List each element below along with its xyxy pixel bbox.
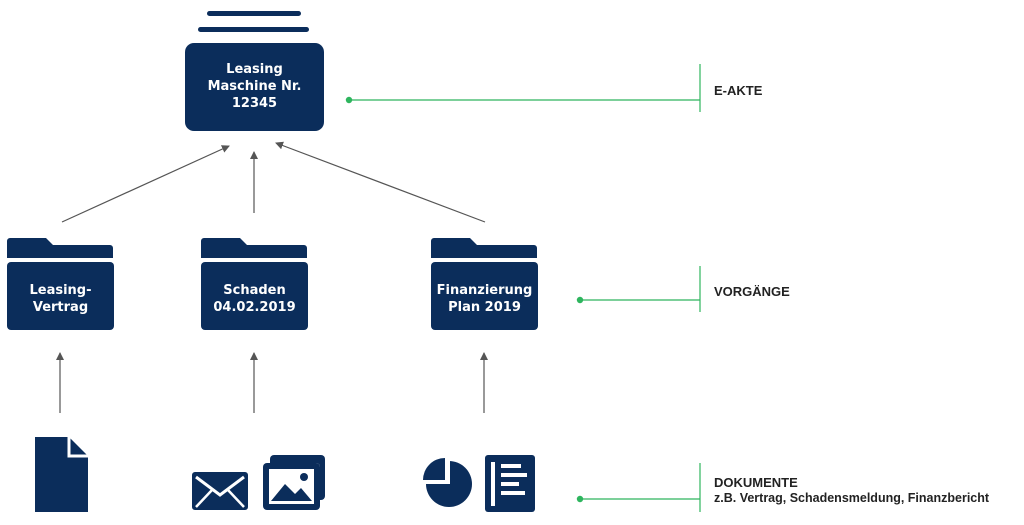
level-label-e-akte: E-AKTE xyxy=(714,83,763,98)
folder-label-line: Plan 2019 xyxy=(448,300,521,315)
level-indicator-e-akte xyxy=(345,64,701,112)
level-sublabel-dokumente: z.B. Vertrag, Schadensmeldung, Finanzber… xyxy=(714,491,990,505)
root-label-line: Maschine Nr. xyxy=(207,79,302,94)
folder-label-line: Vertrag xyxy=(32,300,89,315)
arrows-to-root xyxy=(61,141,486,223)
folder-icon[interactable] xyxy=(201,238,308,330)
folder-label-line: Finanzierung xyxy=(436,283,533,298)
root-label: Leasing Maschine Nr. 12345 xyxy=(185,61,324,112)
envelope-icon xyxy=(192,472,248,510)
folder-icon[interactable] xyxy=(7,238,114,330)
level-label-vorgaenge: VORGÄNGE xyxy=(714,284,790,299)
report-icon xyxy=(485,455,535,512)
level-indicator-vorgaenge xyxy=(576,266,701,312)
folder-label-line: Leasing- xyxy=(29,283,92,298)
arrows-to-folders xyxy=(56,352,488,413)
photos-icon xyxy=(263,455,325,510)
root-box[interactable] xyxy=(185,43,324,131)
level-indicator-dokumente xyxy=(576,463,701,512)
pie-chart-icon xyxy=(423,458,472,507)
level-label-dokumente: DOKUMENTE xyxy=(714,475,798,490)
arrow-finanzierung-to-root xyxy=(275,141,486,223)
folder-label-line: Schaden xyxy=(223,283,286,298)
folder-label-schaden: Schaden 04.02.2019 xyxy=(201,282,308,316)
folder-icon[interactable] xyxy=(431,238,538,330)
folder-label-line: 04.02.2019 xyxy=(213,300,296,315)
folder-label-finanzierung: Finanzierung Plan 2019 xyxy=(431,282,538,316)
arrow-leasing-to-root xyxy=(61,145,230,223)
root-label-line: 12345 xyxy=(231,96,278,111)
folder-label-leasing-vertrag: Leasing- Vertrag xyxy=(7,282,114,316)
root-label-line: Leasing xyxy=(226,62,283,77)
stack-lines-icon xyxy=(198,11,309,32)
document-icon xyxy=(35,437,88,512)
